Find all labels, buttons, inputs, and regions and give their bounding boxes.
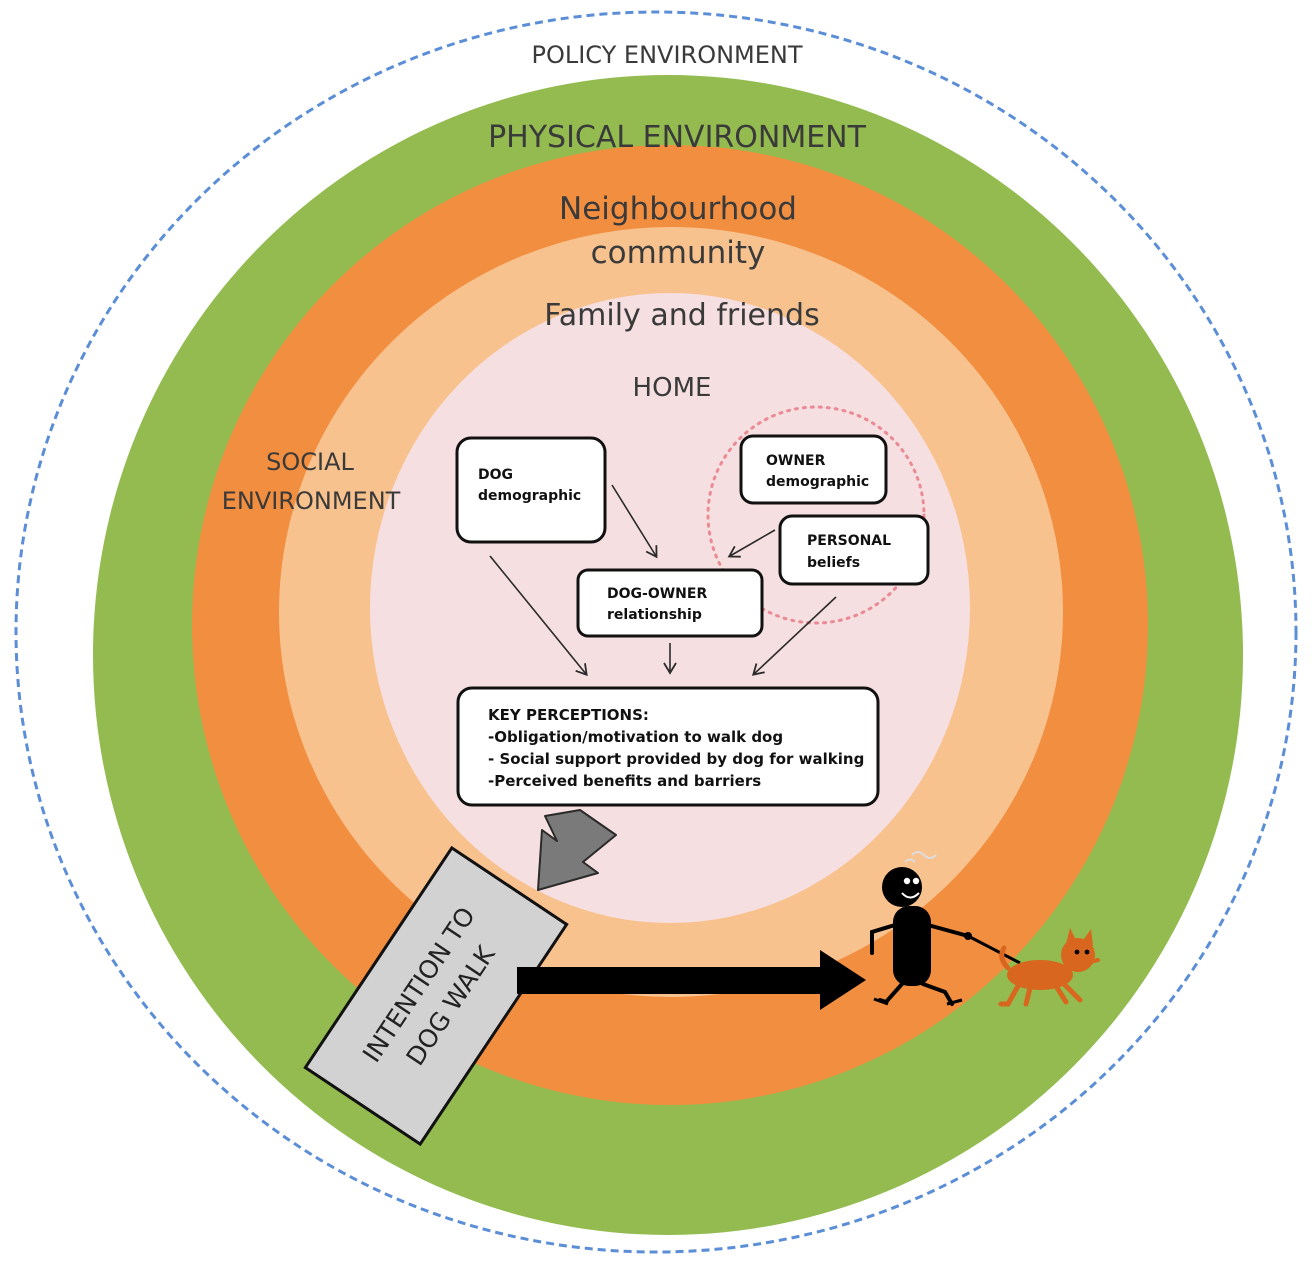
policy-environment-label: POLICY ENVIRONMENT bbox=[531, 41, 802, 69]
neighbourhood-label-line1: Neighbourhood bbox=[559, 191, 797, 227]
arrow-personal-to-key bbox=[751, 596, 837, 676]
owner-demographic-box: OWNER demographic bbox=[739, 434, 888, 505]
key-perceptions-box: KEY PERCEPTIONS: -Obligation/motivation … bbox=[456, 686, 880, 807]
stick-figure-walking-icon bbox=[870, 851, 1021, 1006]
personal-beliefs-box: PERSONAL beliefs bbox=[778, 514, 930, 586]
social-environment-label-line2: ENVIRONMENT bbox=[222, 487, 401, 515]
personal-beliefs-line2: beliefs bbox=[807, 555, 860, 571]
relationship-line2: relationship bbox=[607, 607, 702, 623]
dog-demographic-line2: demographic bbox=[478, 488, 581, 504]
owner-demographic-line1: OWNER bbox=[766, 453, 826, 469]
black-right-arrow bbox=[517, 950, 866, 1010]
home-label: HOME bbox=[633, 373, 712, 403]
social-environment-label-line1: SOCIAL bbox=[266, 448, 354, 476]
arrow-personal-to-relationship bbox=[727, 529, 776, 558]
personal-beliefs-line1: PERSONAL bbox=[807, 533, 891, 549]
dog-owner-relationship-box: DOG-OWNER relationship bbox=[576, 568, 764, 638]
key-perceptions-item-3: -Perceived benefits and barriers bbox=[488, 772, 761, 790]
dog-demographic-box: DOG demographic bbox=[455, 436, 607, 544]
key-perceptions-item-1: -Obligation/motivation to walk dog bbox=[488, 728, 783, 746]
dog-icon bbox=[998, 928, 1100, 1007]
key-perceptions-item-2: - Social support provided by dog for wal… bbox=[488, 750, 864, 768]
owner-demographic-line2: demographic bbox=[766, 474, 869, 490]
arrow-dog-to-relationship bbox=[611, 484, 658, 559]
relationship-line1: DOG-OWNER bbox=[607, 586, 707, 602]
gray-down-arrow bbox=[537, 809, 617, 891]
family-friends-label: Family and friends bbox=[544, 298, 819, 333]
physical-environment-label: PHYSICAL ENVIRONMENT bbox=[488, 120, 867, 155]
key-perceptions-title: KEY PERCEPTIONS: bbox=[488, 706, 649, 724]
neighbourhood-label-line2: community bbox=[591, 235, 766, 271]
arrow-dog-to-key bbox=[489, 555, 588, 677]
owner-factors-dotted-circle bbox=[706, 405, 926, 625]
dog-demographic-line1: DOG bbox=[478, 467, 513, 483]
